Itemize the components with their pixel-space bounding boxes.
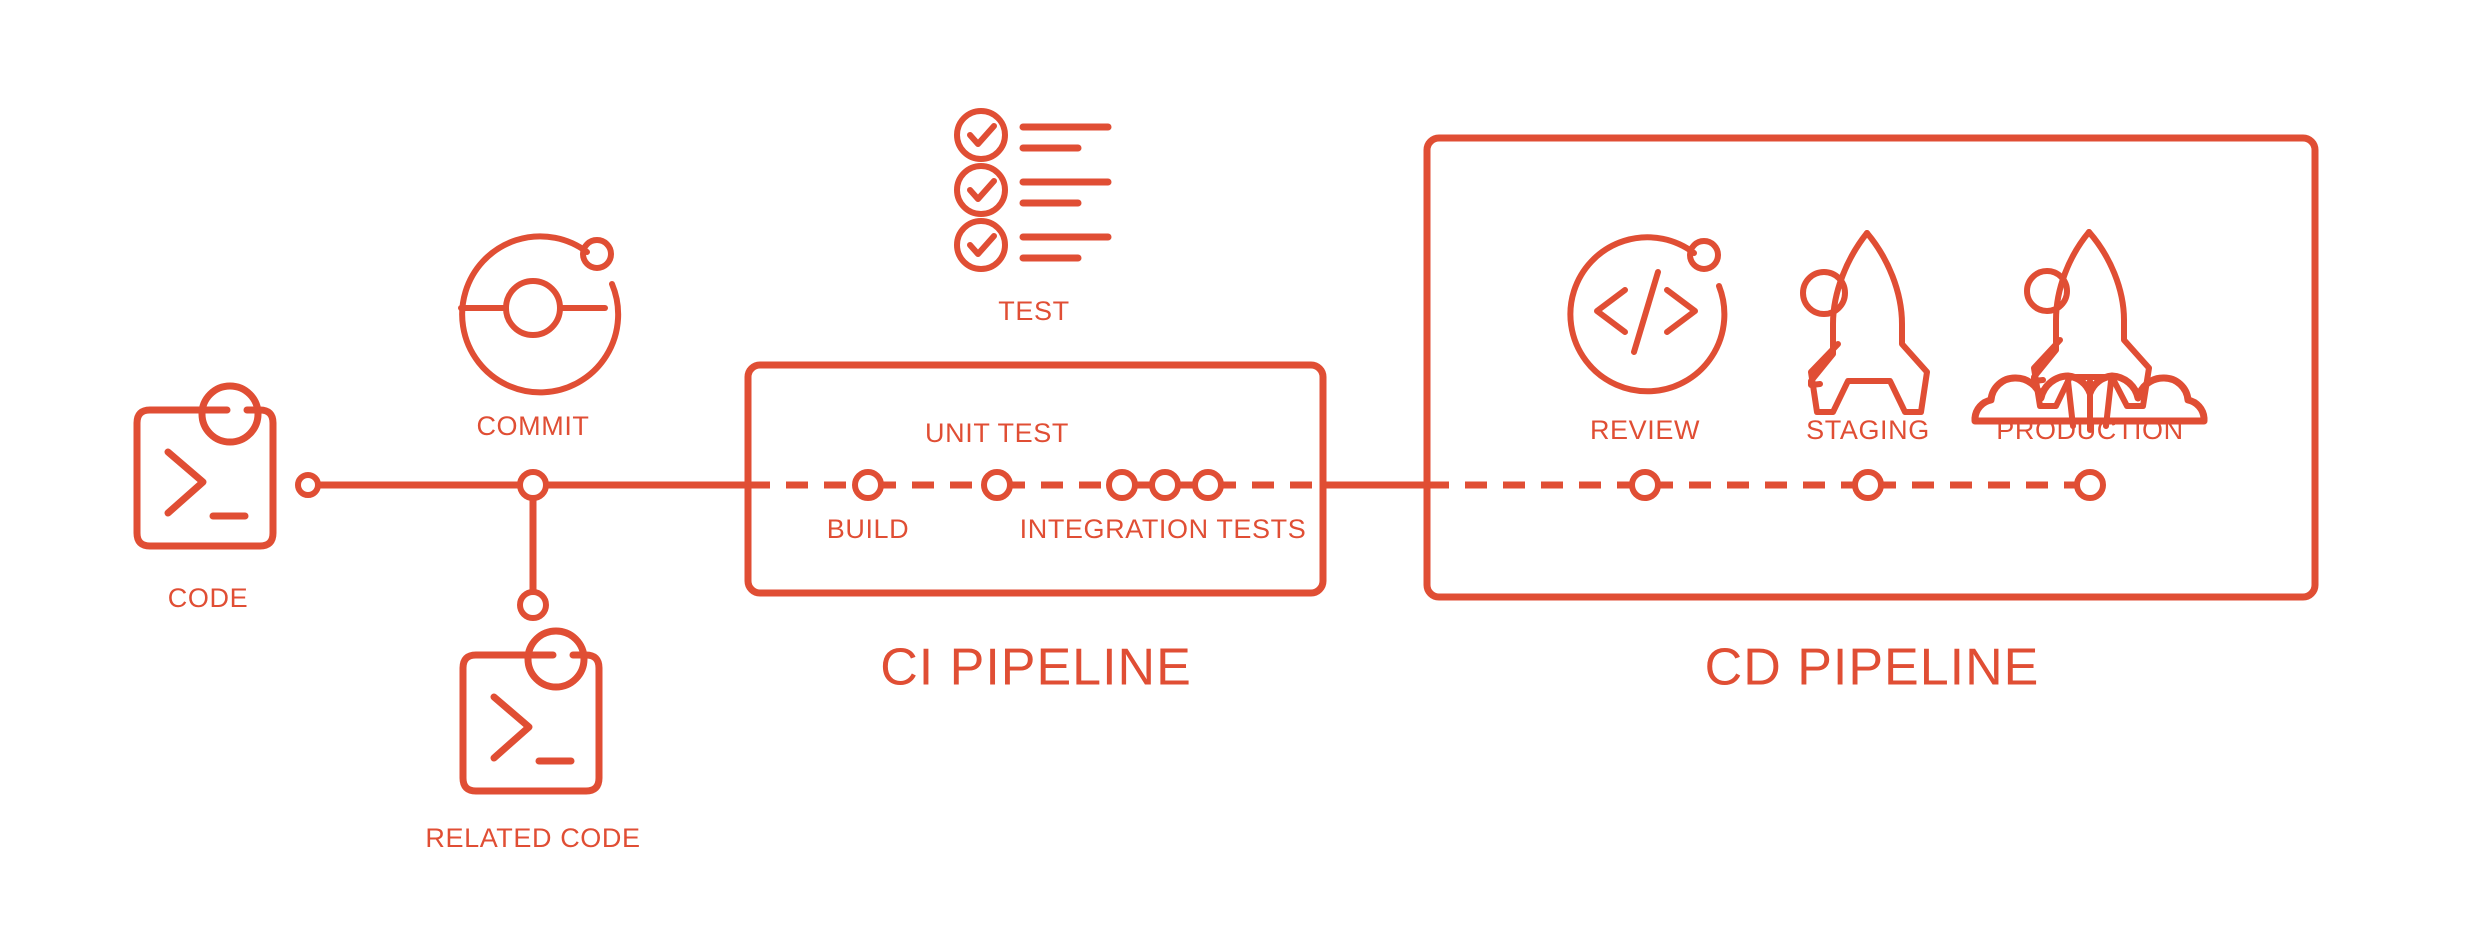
check-mark-3-icon <box>967 233 997 257</box>
commit-rail-node[interactable] <box>517 469 549 501</box>
production-rocket-left-icon <box>2031 229 2092 384</box>
terminal-chevron-icon <box>164 448 207 517</box>
check-circle-1-icon <box>954 108 1008 162</box>
integration-test-node-3[interactable] <box>1192 469 1224 501</box>
related-clipboard-body-icon <box>459 651 603 795</box>
cd-pipeline-box <box>1423 134 2319 601</box>
code-label: CODE <box>168 583 248 613</box>
code-icon-group <box>133 382 277 550</box>
review-label: REVIEW <box>1590 415 1700 445</box>
production-node[interactable] <box>2074 469 2106 501</box>
production-label: PRODUCTION <box>1996 415 2184 445</box>
related-terminal-chevron-icon <box>490 693 533 762</box>
production-icon-group <box>1971 229 2208 433</box>
staging-icon-group <box>1800 230 1930 415</box>
review-slash-icon <box>1631 269 1661 355</box>
related-code-icon-group <box>459 627 603 795</box>
staging-label: STAGING <box>1806 415 1930 445</box>
rocket-right-body-icon <box>1808 230 1930 415</box>
commit-orbit-icon <box>459 233 622 396</box>
test-checklist-icon-group <box>954 108 1112 272</box>
related-clipboard-clip-icon <box>524 627 588 691</box>
rocket-window-icon <box>1800 269 1848 317</box>
rail-start-node[interactable] <box>295 472 321 498</box>
review-orbit-icon <box>1567 234 1728 395</box>
check-mark-2-icon <box>967 178 997 202</box>
related-code-label: RELATED CODE <box>425 823 640 853</box>
cd-pipeline-title: CD PIPELINE <box>1705 639 2040 697</box>
check-circle-2-icon <box>954 163 1008 217</box>
check-circle-3-icon <box>954 218 1008 272</box>
integration-test-node-1[interactable] <box>1106 469 1138 501</box>
check-mark-1-icon <box>967 123 997 147</box>
production-rocket-right-icon <box>2031 229 2152 409</box>
unit-test-node[interactable] <box>981 469 1013 501</box>
build-node[interactable] <box>852 469 884 501</box>
ci-pipeline-box <box>744 361 1327 597</box>
integration-tests-label: INTEGRATION TESTS <box>1020 514 1307 544</box>
review-satellite-icon <box>1687 238 1721 272</box>
review-left-angle-icon <box>1594 287 1628 335</box>
commit-icon-group <box>458 233 622 396</box>
commit-label: COMMIT <box>476 411 589 441</box>
integration-test-node-2[interactable] <box>1149 469 1181 501</box>
ci-pipeline-title: CI PIPELINE <box>880 639 1192 697</box>
commit-center-node-icon <box>503 278 563 338</box>
clipboard-clip-icon <box>198 382 262 446</box>
staging-node[interactable] <box>1852 469 1884 501</box>
related-code-branch-node[interactable] <box>517 589 549 621</box>
build-label: BUILD <box>827 514 910 544</box>
unit-test-label: UNIT TEST <box>925 418 1069 448</box>
production-rocket-window-icon <box>2024 268 2070 314</box>
clipboard-body-icon <box>133 406 277 550</box>
review-icon-group <box>1567 234 1728 395</box>
review-node[interactable] <box>1629 469 1661 501</box>
exhaust-cloud-icon <box>1971 372 2208 425</box>
rocket-left-body-icon <box>1808 230 1870 388</box>
test-label: TEST <box>998 296 1069 326</box>
commit-satellite-icon <box>580 237 614 271</box>
review-right-angle-icon <box>1664 287 1698 335</box>
